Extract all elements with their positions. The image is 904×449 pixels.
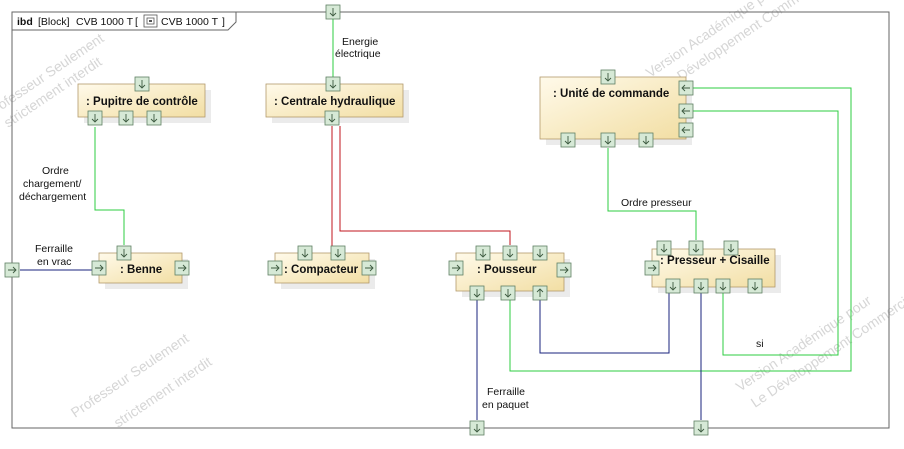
port-down-icon xyxy=(475,245,491,261)
frame-title: ibd [Block] CVB 1000 T [ CVB 1000 T ] xyxy=(17,14,225,28)
block-label: : Benne xyxy=(120,264,162,276)
port-right-icon xyxy=(174,260,190,276)
label-ordre-1: Ordre xyxy=(42,165,69,177)
port-right-icon xyxy=(361,260,377,276)
frame-keyword: ibd xyxy=(17,16,33,28)
port-down-icon xyxy=(469,420,485,436)
port-down-icon xyxy=(693,420,709,436)
port-down-icon xyxy=(600,132,616,148)
port-down-icon xyxy=(134,76,150,92)
label-ferraille-vrac-2: en vrac xyxy=(37,256,71,268)
port-down-icon xyxy=(693,278,709,294)
frame-bracket-close: ] xyxy=(222,16,225,28)
port-down-icon xyxy=(325,4,341,20)
connector-labels: Energie électrique Ordre chargement/ déc… xyxy=(19,36,764,411)
port-down-icon xyxy=(87,110,103,126)
block-compacteur[interactable]: : Compacteur xyxy=(274,252,375,289)
port-down-icon xyxy=(297,245,313,261)
port-down-icon xyxy=(116,245,132,261)
port-up-icon xyxy=(532,285,548,301)
label-ferraille-paquet-1: Ferraille xyxy=(487,386,525,398)
label-si: si xyxy=(756,338,764,350)
port-down-icon xyxy=(600,69,616,85)
frame-kind: [Block] xyxy=(38,16,70,28)
connectors xyxy=(20,19,852,420)
connector-hydraulique-pousseur xyxy=(339,126,511,245)
port-down-icon xyxy=(532,245,548,261)
label-ordre-2: chargement/ xyxy=(23,178,81,190)
port-left-icon xyxy=(678,122,694,138)
port-right-icon xyxy=(556,262,572,278)
port-down-icon xyxy=(502,245,518,261)
port-down-icon xyxy=(324,110,340,126)
connector-si xyxy=(686,110,839,356)
port-down-icon xyxy=(500,285,516,301)
label-energie-2: électrique xyxy=(335,48,381,60)
block-label: : Unité de commande xyxy=(553,88,669,100)
port-down-icon xyxy=(656,240,672,256)
watermark-line: strictement interdit xyxy=(111,353,215,430)
frame-bracket-open: [ xyxy=(135,16,138,28)
port-down-icon xyxy=(747,278,763,294)
block-label: : Pupitre de contrôle xyxy=(86,96,198,108)
frame-title-tab xyxy=(12,12,237,31)
label-ferraille-paquet-2: en paquet xyxy=(482,399,529,411)
port-right-icon xyxy=(448,260,464,276)
connector-ordre-chargement xyxy=(94,127,125,245)
port-right-icon xyxy=(4,262,20,278)
port-down-icon xyxy=(118,110,134,126)
diagram-frame xyxy=(11,11,890,429)
connector-pousseur-presseur xyxy=(539,291,670,354)
port-down-icon xyxy=(469,285,485,301)
port-down-icon xyxy=(560,132,576,148)
label-energie-1: Energie xyxy=(342,36,378,48)
port-down-icon xyxy=(325,76,341,92)
block-label: : Pousseur xyxy=(477,264,537,276)
block-diagram-icon xyxy=(143,14,158,28)
frame-name: CVB 1000 T xyxy=(76,16,134,28)
block-label: : Centrale hydraulique xyxy=(274,96,395,108)
connector-unite-pousseur xyxy=(509,87,852,372)
port-down-icon xyxy=(715,278,731,294)
port-down-icon xyxy=(146,110,162,126)
frame-name-2: CVB 1000 T xyxy=(161,16,219,28)
port-left-icon xyxy=(678,103,694,119)
block-label: : Compacteur xyxy=(284,264,359,276)
port-right-icon xyxy=(644,260,660,276)
connector-ordre-presseur xyxy=(607,148,697,240)
label-ferraille-vrac-1: Ferraille xyxy=(35,243,73,255)
label-ordre-presseur: Ordre presseur xyxy=(621,197,692,209)
block-label: : Presseur + Cisaille xyxy=(660,255,770,267)
watermark-line: Le Développement Commercial xyxy=(748,288,904,411)
watermark: Version Académique pour Le Développement… xyxy=(0,0,904,430)
port-down-icon xyxy=(688,240,704,256)
port-left-icon xyxy=(678,80,694,96)
block-benne[interactable]: : Benne xyxy=(98,252,188,289)
port-down-icon xyxy=(330,245,346,261)
port-right-icon xyxy=(91,260,107,276)
port-down-icon xyxy=(723,240,739,256)
ports xyxy=(4,4,763,436)
port-down-icon xyxy=(638,132,654,148)
port-down-icon xyxy=(665,278,681,294)
port-right-icon xyxy=(267,260,283,276)
label-ordre-3: déchargement xyxy=(19,191,86,203)
